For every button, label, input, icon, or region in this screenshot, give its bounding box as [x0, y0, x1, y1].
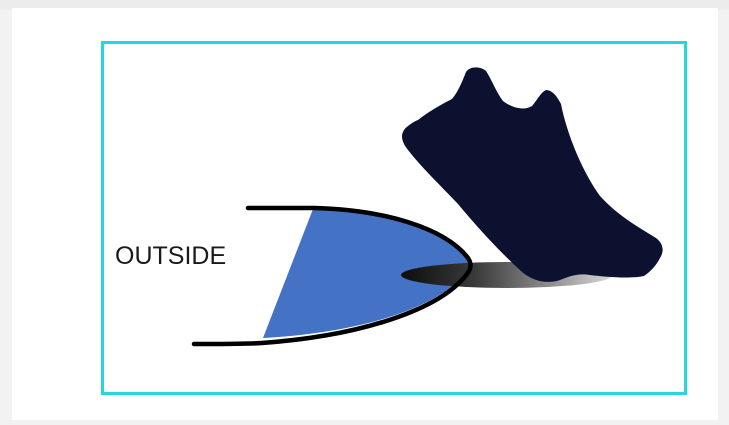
outside-label: OUTSIDE — [115, 244, 226, 269]
